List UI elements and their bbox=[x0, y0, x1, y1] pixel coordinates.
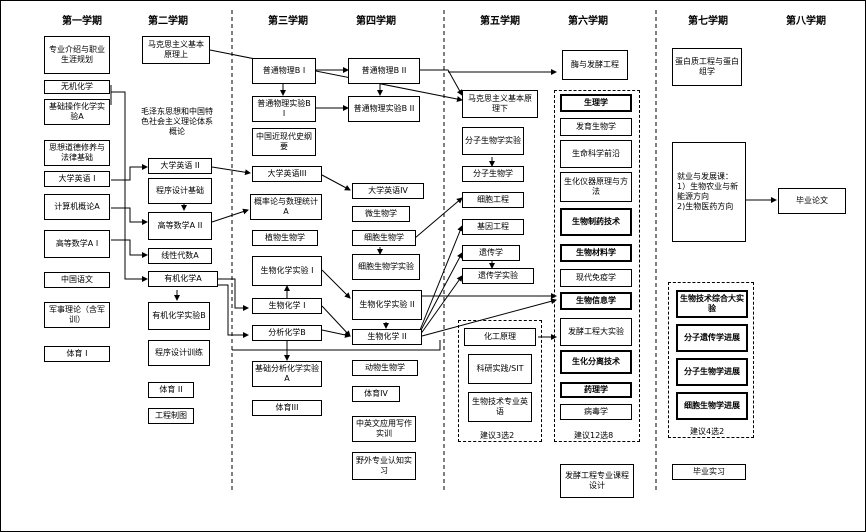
course-box: 遗传学实验 bbox=[462, 268, 534, 284]
course-box: 基础分析化学实验A bbox=[252, 361, 322, 387]
course-box: 细胞工程 bbox=[462, 192, 524, 208]
course-box: 发酵工程大实验 bbox=[560, 318, 632, 346]
course-box: 植物生物学 bbox=[252, 230, 318, 246]
course-box: 生物技术专业英语 bbox=[468, 392, 532, 422]
course-box: 中国语文 bbox=[44, 272, 110, 288]
course-box: 生物制药技术 bbox=[560, 208, 632, 236]
course-box: 生化分离技术 bbox=[560, 350, 632, 374]
course-box: 马克思主义基本原理上 bbox=[142, 36, 210, 64]
course-box: 毛泽东思想和中国特色社会主义理论体系概论 bbox=[141, 107, 213, 136]
course-box: 普通物理B I bbox=[252, 58, 316, 84]
course-box: 普通物理B II bbox=[348, 58, 420, 84]
course-box: 专业介绍与职业生涯规划 bbox=[44, 36, 110, 74]
course-box: 细胞生物学 bbox=[352, 230, 416, 246]
semester-4-header: 第四学期 bbox=[356, 16, 396, 27]
course-box: 大学英语IV bbox=[352, 183, 424, 199]
course-box: 体育IV bbox=[352, 386, 400, 402]
course-box: 计算机概论A bbox=[44, 194, 110, 220]
course-box: 生物化学实验 I bbox=[252, 256, 322, 286]
course-box: 基础操作化学实验A bbox=[44, 99, 110, 125]
course-box: 普通物理实验B II bbox=[348, 96, 420, 122]
course-box: 分子生物学实验 bbox=[462, 127, 524, 155]
course-box: 生物化学 II bbox=[352, 329, 422, 345]
course-box: 有机化学A bbox=[148, 271, 218, 287]
semester-6-header: 第六学期 bbox=[568, 16, 608, 27]
elective-group-s6 bbox=[554, 90, 640, 442]
course-box: 大学英语III bbox=[252, 166, 322, 182]
course-box: 细胞生物学实验 bbox=[352, 254, 420, 280]
course-box: 体育 I bbox=[44, 346, 110, 362]
career-course-title: 就业与发展课： bbox=[677, 172, 733, 181]
course-box: 生物化学 I bbox=[252, 298, 322, 314]
course-box: 野外专业认知实习 bbox=[352, 452, 416, 480]
course-box: 高等数学A I bbox=[44, 230, 110, 258]
course-box: 生物化学实验 II bbox=[352, 290, 422, 320]
course-box: 程序设计训练 bbox=[148, 340, 210, 366]
course-box: 中英文应用写作实训 bbox=[352, 416, 416, 442]
elective-note-s7: 建议4选2 bbox=[690, 427, 725, 436]
course-box: 化工原理 bbox=[464, 328, 536, 346]
course-box: 概率论与数理统计A bbox=[250, 194, 322, 220]
course-box: 生命科学前沿 bbox=[560, 140, 632, 168]
course-box: 微生物学 bbox=[352, 206, 410, 222]
course-box: 生物技术综合大实验 bbox=[676, 290, 748, 318]
career-course-track: 2)生物医药方向 bbox=[677, 202, 734, 211]
course-box: 分子生物学 bbox=[462, 166, 524, 182]
semester-8-header: 第八学期 bbox=[786, 16, 826, 27]
course-box: 动物生物学 bbox=[352, 360, 418, 376]
course-box: 无机化学 bbox=[44, 80, 110, 94]
course-box: 科研实践/SIT bbox=[468, 354, 532, 384]
course-box: 蛋白质工程与蛋白组学 bbox=[672, 48, 742, 86]
course-box: 体育III bbox=[252, 400, 322, 416]
elective-note-s5: 建议3选2 bbox=[480, 431, 515, 440]
course-box: 工程制图 bbox=[148, 408, 194, 424]
course-box: 病毒学 bbox=[560, 404, 632, 420]
course-box: 遗传学 bbox=[462, 245, 520, 261]
course-box: 马克思主义基本原理下 bbox=[462, 90, 538, 118]
course-box: 发育生物学 bbox=[560, 118, 632, 136]
semester-7-header: 第七学期 bbox=[688, 16, 728, 27]
course-box: 基因工程 bbox=[462, 219, 524, 235]
semester-2-header: 第二学期 bbox=[148, 16, 188, 27]
course-box: 程序设计基础 bbox=[148, 178, 212, 204]
semester-3-header: 第三学期 bbox=[268, 16, 308, 27]
course-box: 毕业实习 bbox=[672, 464, 746, 480]
course-box: 分子遗传学进展 bbox=[676, 324, 748, 352]
course-box: 大学英语 II bbox=[148, 158, 212, 174]
course-box: 生理学 bbox=[560, 94, 632, 112]
elective-group-s5 bbox=[458, 320, 542, 442]
course-box: 体育 II bbox=[148, 382, 194, 398]
course-box: 有机化学实验B bbox=[148, 302, 210, 330]
course-box: 思想道德修养与法律基础 bbox=[44, 140, 110, 166]
course-box: 生物材料学 bbox=[560, 244, 632, 262]
course-box: 军事理论（含军训） bbox=[44, 302, 110, 328]
course-box: 线性代数A bbox=[148, 248, 212, 264]
elective-group-s7 bbox=[668, 282, 754, 438]
course-box: 分子生物学进展 bbox=[676, 358, 748, 386]
course-box: 现代免疫学 bbox=[560, 269, 632, 287]
course-box: 中国近现代史纲要 bbox=[252, 128, 316, 156]
course-box: 发酵工程专业课程设计 bbox=[560, 464, 634, 498]
semester-1-header: 第一学期 bbox=[62, 16, 102, 27]
career-course-track: 1）生物农业与新能源方向 bbox=[677, 182, 739, 201]
career-course-box: 就业与发展课： 1）生物农业与新能源方向 2)生物医药方向 bbox=[672, 142, 746, 242]
course-box: 细胞生物学进展 bbox=[676, 392, 748, 420]
course-box: 酶与发酵工程 bbox=[562, 50, 628, 80]
course-box: 分析化学B bbox=[252, 325, 322, 341]
course-box: 药理学 bbox=[560, 382, 632, 398]
elective-note-s6: 建议12选8 bbox=[574, 431, 614, 440]
course-box: 普通物理实验B I bbox=[252, 96, 316, 122]
semester-5-header: 第五学期 bbox=[480, 16, 520, 27]
course-box: 生物信息学 bbox=[560, 292, 632, 310]
course-box: 生化仪器原理与方法 bbox=[560, 172, 632, 202]
course-box: 大学英语 I bbox=[44, 171, 110, 187]
course-box: 高等数学A II bbox=[148, 212, 212, 240]
course-box: 毕业论文 bbox=[778, 188, 846, 214]
